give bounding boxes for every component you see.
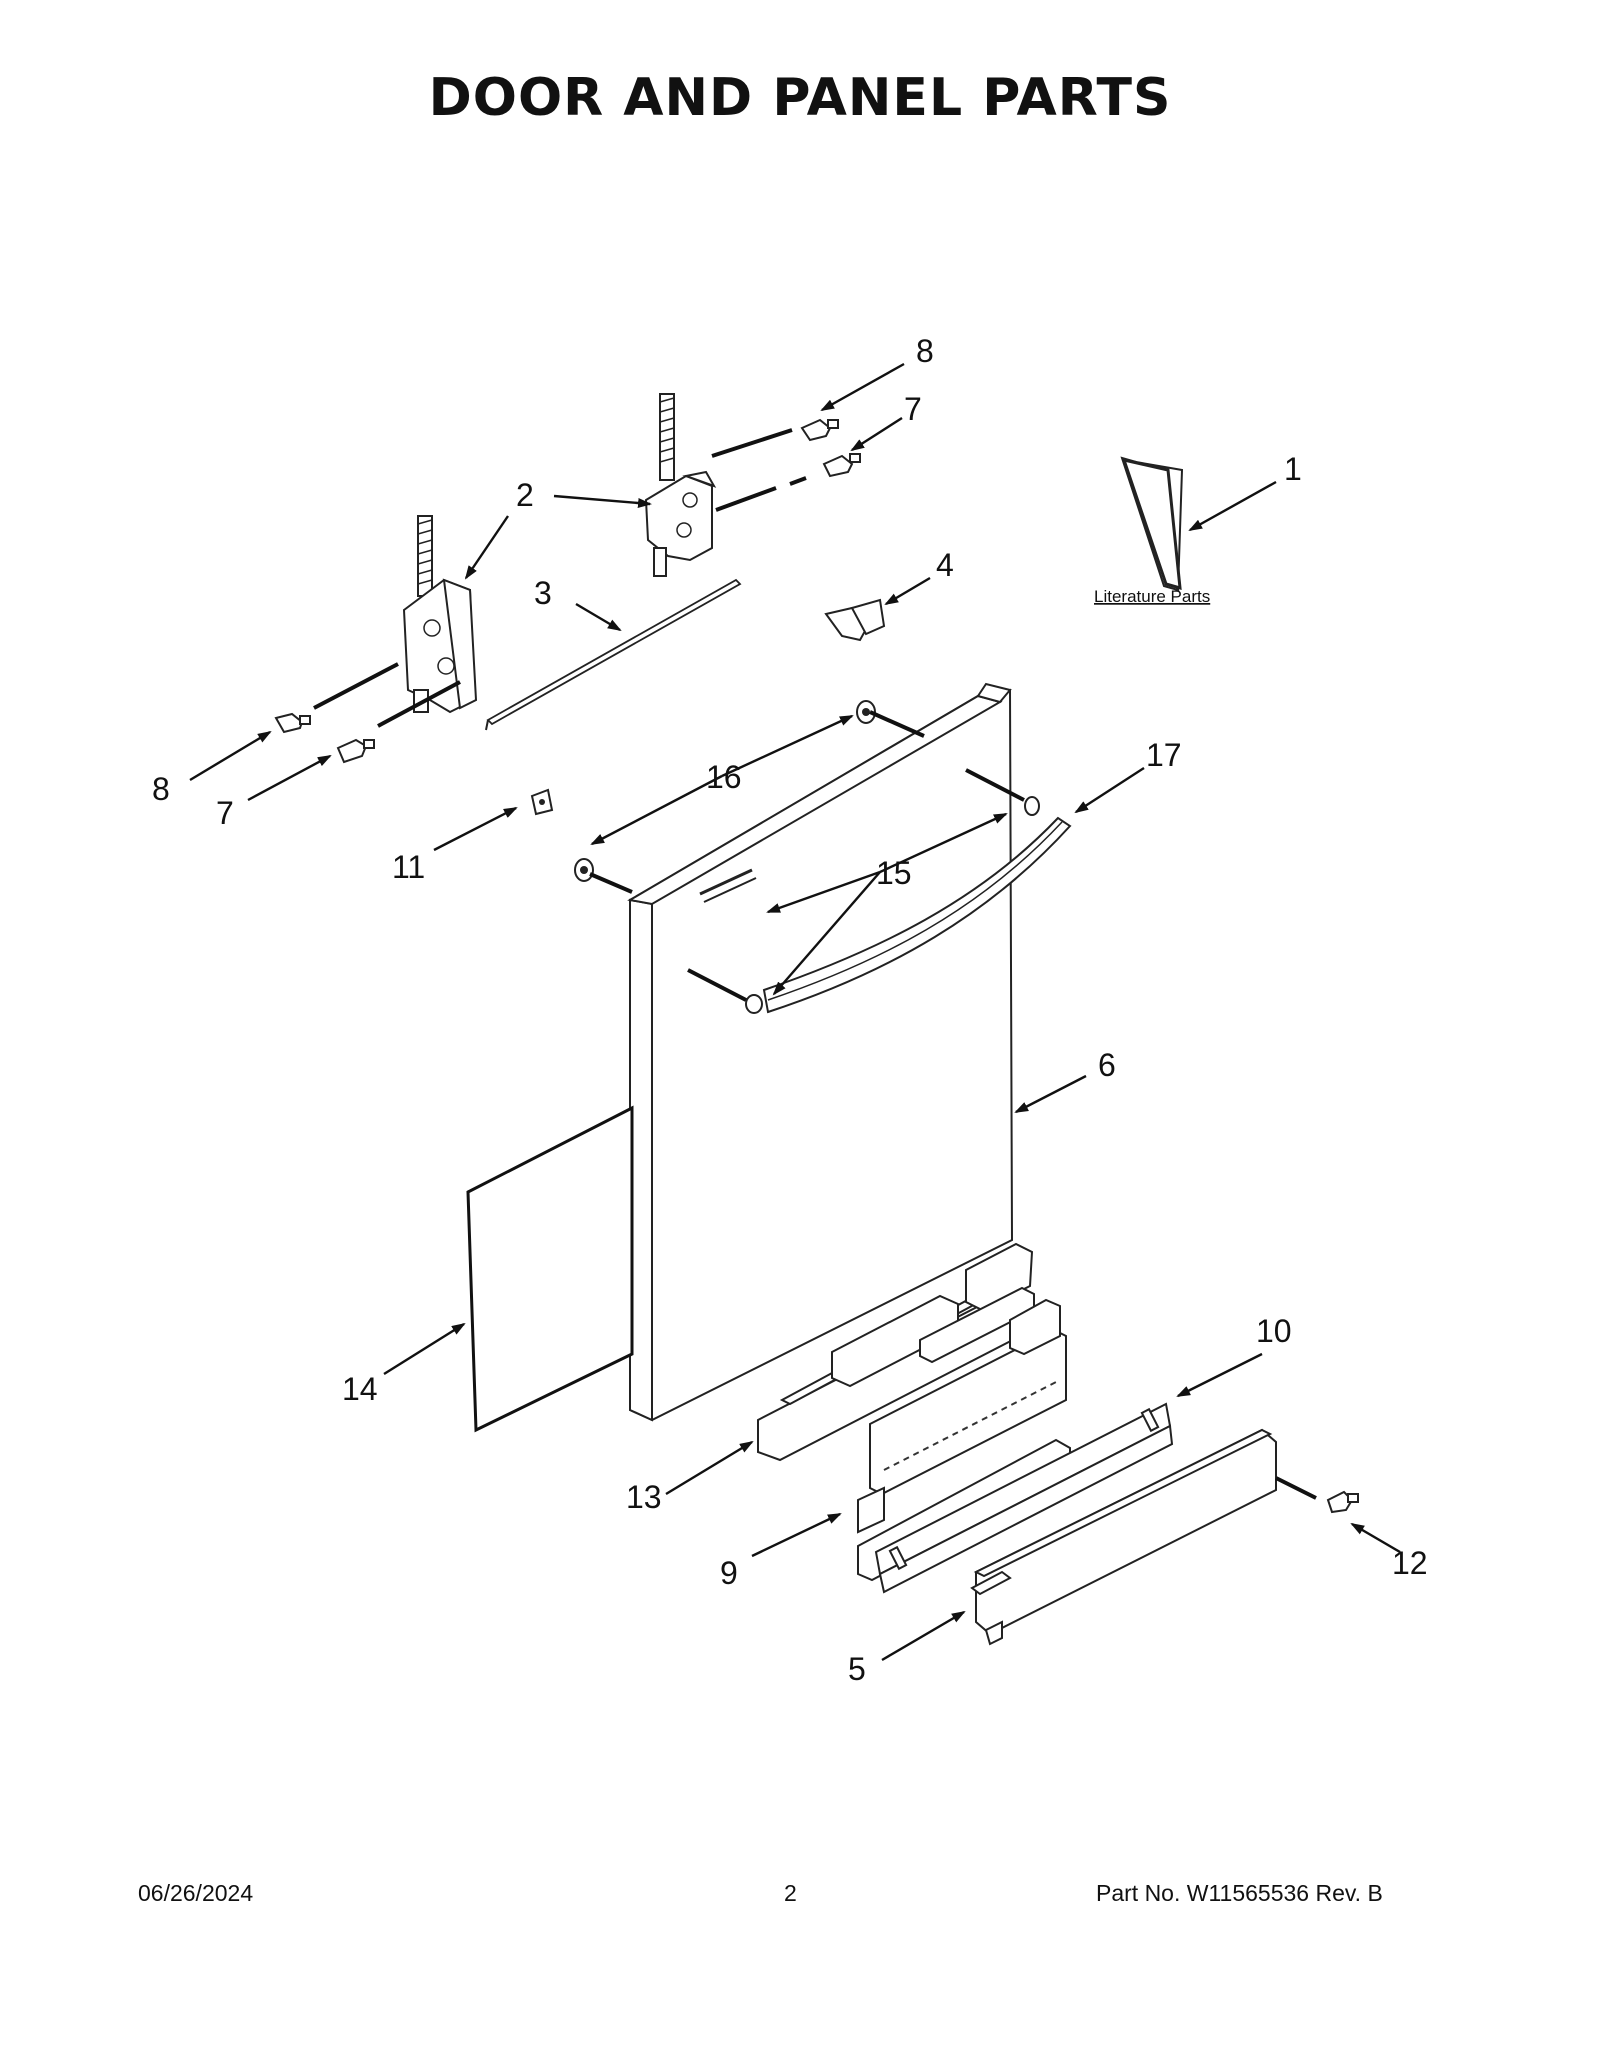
callout-arrows xyxy=(189,362,1401,1662)
toe-strip-10 xyxy=(874,1402,1174,1594)
screw-top-8 xyxy=(800,418,839,442)
door-panel xyxy=(627,682,1014,1422)
footer-part-number: Part No. W11565536 Rev. B xyxy=(1096,1880,1383,1906)
footer-date: 06/26/2024 xyxy=(138,1880,254,1906)
washer-top xyxy=(856,700,876,724)
page-title: DOOR AND PANEL PARTS xyxy=(428,68,1172,128)
door-clip xyxy=(824,598,886,642)
callout-10: 10 xyxy=(1256,1313,1292,1349)
callout-14: 14 xyxy=(342,1371,378,1407)
screw-12 xyxy=(1326,1490,1359,1514)
callout-5: 5 xyxy=(848,1651,866,1687)
screw-top-7 xyxy=(822,453,861,478)
callout-6: 6 xyxy=(1098,1047,1116,1083)
footer-page-number: 2 xyxy=(784,1880,797,1906)
callout-9: 9 xyxy=(720,1555,738,1591)
callout-16: 16 xyxy=(706,759,742,795)
screw-left-8 xyxy=(274,712,311,734)
callout-2: 2 xyxy=(516,477,534,513)
hinge-right xyxy=(644,393,717,577)
screw-handle-left xyxy=(745,994,763,1014)
screw-left-7 xyxy=(336,738,375,764)
callout-4: 4 xyxy=(936,547,954,583)
assembly-lines xyxy=(313,428,1317,1500)
callout-11: 11 xyxy=(392,849,425,885)
callout-17: 17 xyxy=(1146,737,1182,773)
literature-booklet xyxy=(1120,456,1184,592)
callout-7-left: 7 xyxy=(216,795,234,831)
washer-left xyxy=(574,858,594,882)
callout-13: 13 xyxy=(626,1479,662,1515)
callout-15: 15 xyxy=(876,855,912,891)
callout-3: 3 xyxy=(534,575,552,611)
lower-bracket-5 xyxy=(970,1428,1277,1646)
hinge-left xyxy=(402,515,478,714)
callout-12: 12 xyxy=(1392,1545,1428,1581)
callout-8-left: 8 xyxy=(152,771,170,807)
callout-7-top: 7 xyxy=(904,391,922,427)
callout-8-top: 8 xyxy=(916,333,934,369)
door-handle xyxy=(762,816,1072,1014)
screw-handle-right xyxy=(1024,796,1040,816)
callout-1: 1 xyxy=(1284,451,1302,487)
door-rod xyxy=(486,578,742,726)
insulation-sheet xyxy=(466,1105,634,1433)
small-fastener xyxy=(530,788,554,816)
foam-block-13 xyxy=(757,1242,1035,1462)
literature-parts-label: Literature Parts xyxy=(1094,587,1210,606)
